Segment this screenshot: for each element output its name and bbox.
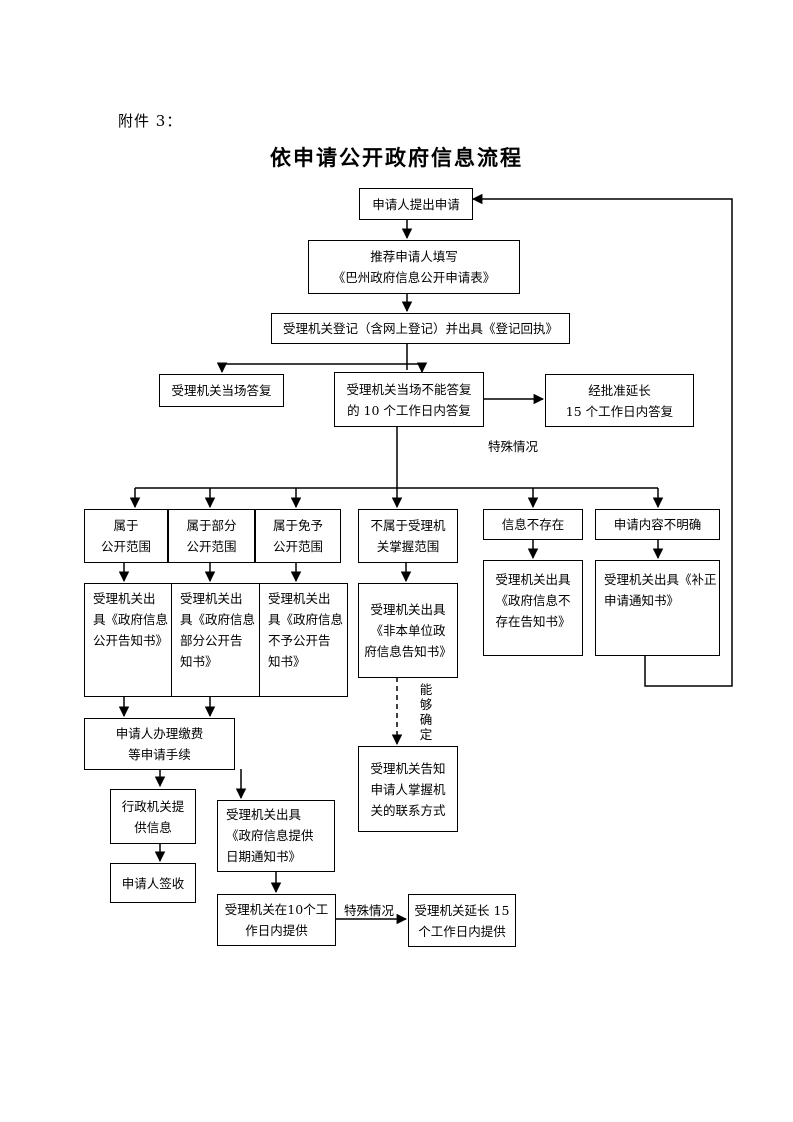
node-register: 受理机关登记（含网上登记）并出具《登记回执》 xyxy=(271,313,570,344)
node-exempt-scope: 属于免予 公开范围 xyxy=(255,509,341,563)
node-public-scope: 属于 公开范围 xyxy=(84,509,168,563)
node-partial-scope: 属于部分 公开范围 xyxy=(168,509,255,563)
node-notice-correction: 受理机关出具《补正 申请通知书》 xyxy=(595,560,720,656)
node-within-10: 受理机关在10个工 作日内提供 xyxy=(217,894,336,946)
node-sign: 申请人签收 xyxy=(110,863,196,903)
node-notice-exempt: 受理机关出 具《政府信息 不予公开告 知书》 xyxy=(259,583,348,697)
node-extend-15: 经批准延长 15 个工作日内答复 xyxy=(545,374,694,427)
page-title: 依申请公开政府信息流程 xyxy=(270,146,523,170)
node-extend-provide: 受理机关延长 15 个工作日内提供 xyxy=(408,894,516,947)
node-unclear: 申请内容不明确 xyxy=(595,509,720,540)
node-apply: 申请人提出申请 xyxy=(359,188,473,220)
label-special-case-2: 特殊情况 xyxy=(344,903,395,918)
node-contact: 受理机关告知 申请人掌握机 关的联系方式 xyxy=(358,746,458,832)
node-not-held: 不属于受理机 关掌握范围 xyxy=(358,509,458,563)
node-notice-not-held: 受理机关出具 《非本单位政 府信息告知书》 xyxy=(358,583,458,678)
node-notice-not-exist: 受理机关出具 《政府信息不 存在告知书》 xyxy=(483,560,583,656)
label-special-case: 特殊情况 xyxy=(488,439,539,454)
node-not-exist: 信息不存在 xyxy=(483,509,583,540)
node-fill-form: 推荐申请人填写 《巴州政府信息公开申请表》 xyxy=(308,240,520,294)
node-notice-partial: 受理机关出 具《政府信息 部分公开告 知书》 xyxy=(171,583,260,697)
node-reply-10-days: 受理机关当场不能答复 的 10 个工作日内答复 xyxy=(334,372,484,427)
node-reply-on-spot: 受理机关当场答复 xyxy=(159,374,284,407)
node-date-notice: 受理机关出具 《政府信息提供 日期通知书》 xyxy=(217,800,335,872)
node-fee: 申请人办理缴费 等申请手续 xyxy=(84,718,235,770)
node-notice-public: 受理机关出 具《政府信息 公开告知书》 xyxy=(84,583,172,697)
attachment-label: 附件 3： xyxy=(118,112,183,130)
label-can-determine: 能够确定 xyxy=(419,682,433,742)
node-provide: 行政机关提 供信息 xyxy=(110,789,196,844)
